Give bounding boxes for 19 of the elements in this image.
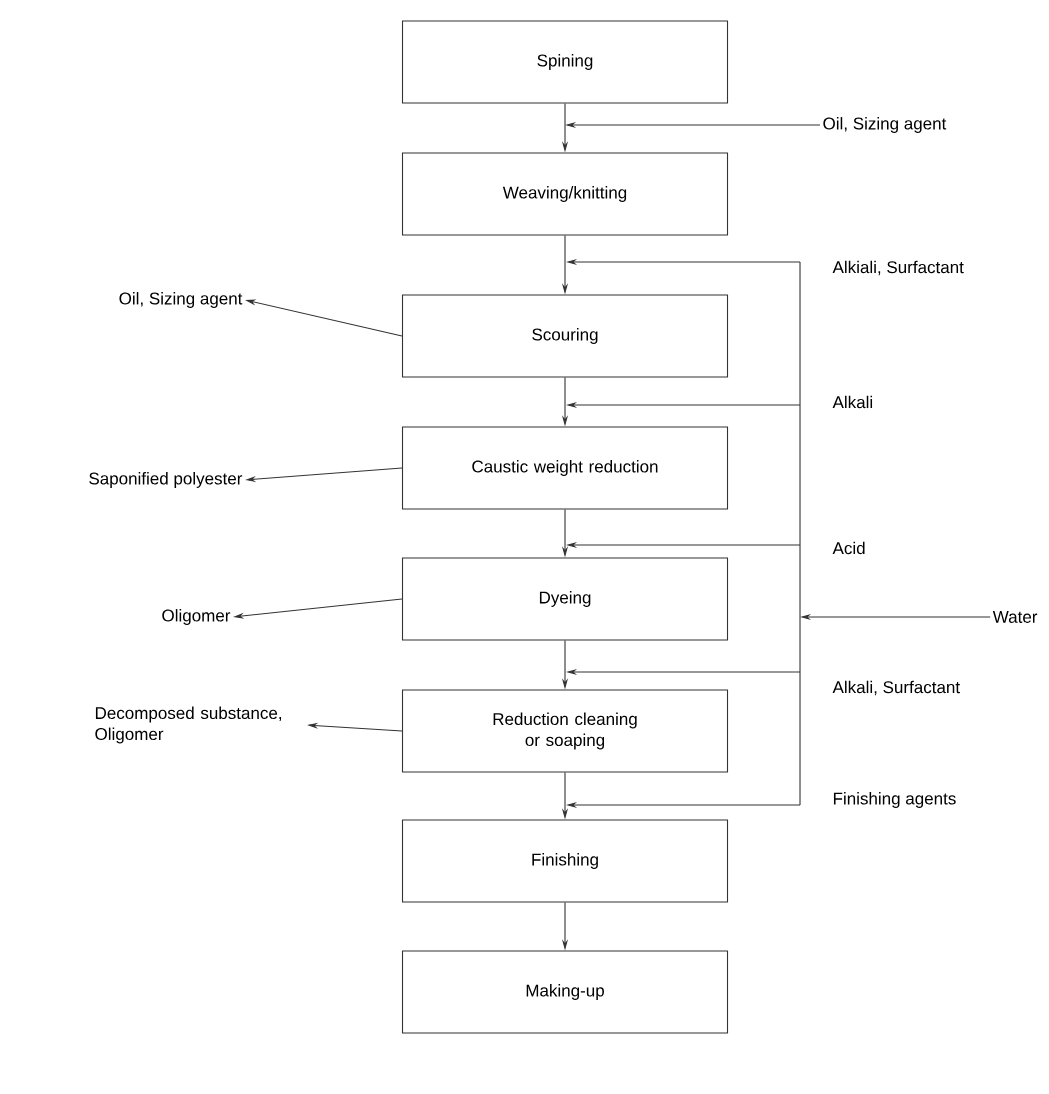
process-box: Weaving/knitting [401,152,729,236]
input-label: Acid [832,541,865,555]
process-box: Spining [401,20,729,104]
process-box: Reduction cleaning or soaping [401,689,729,773]
input-label: Alkiali, Surfactant [832,260,964,276]
input-label: Alkali [832,395,873,409]
process-box: Making-up [401,950,729,1034]
process-box: Dyeing [401,557,729,641]
stream-label: Oligomer [162,609,231,625]
stream-label: Oil, Sizing agent [823,117,947,133]
stream-label: Saponified polyester [89,472,243,488]
input-label: Alkali, Surfactant [832,680,960,696]
stream-label: Oil, Sizing agent [119,292,243,308]
process-box: Finishing [401,819,729,903]
process-box: Scouring [401,294,729,378]
input-label: Finishing agents [833,792,956,808]
stream-label: Water [992,611,1038,623]
stream-label: Decomposed substance, Oligomer [95,706,282,744]
process-box: Caustic weight reduction [401,426,729,510]
